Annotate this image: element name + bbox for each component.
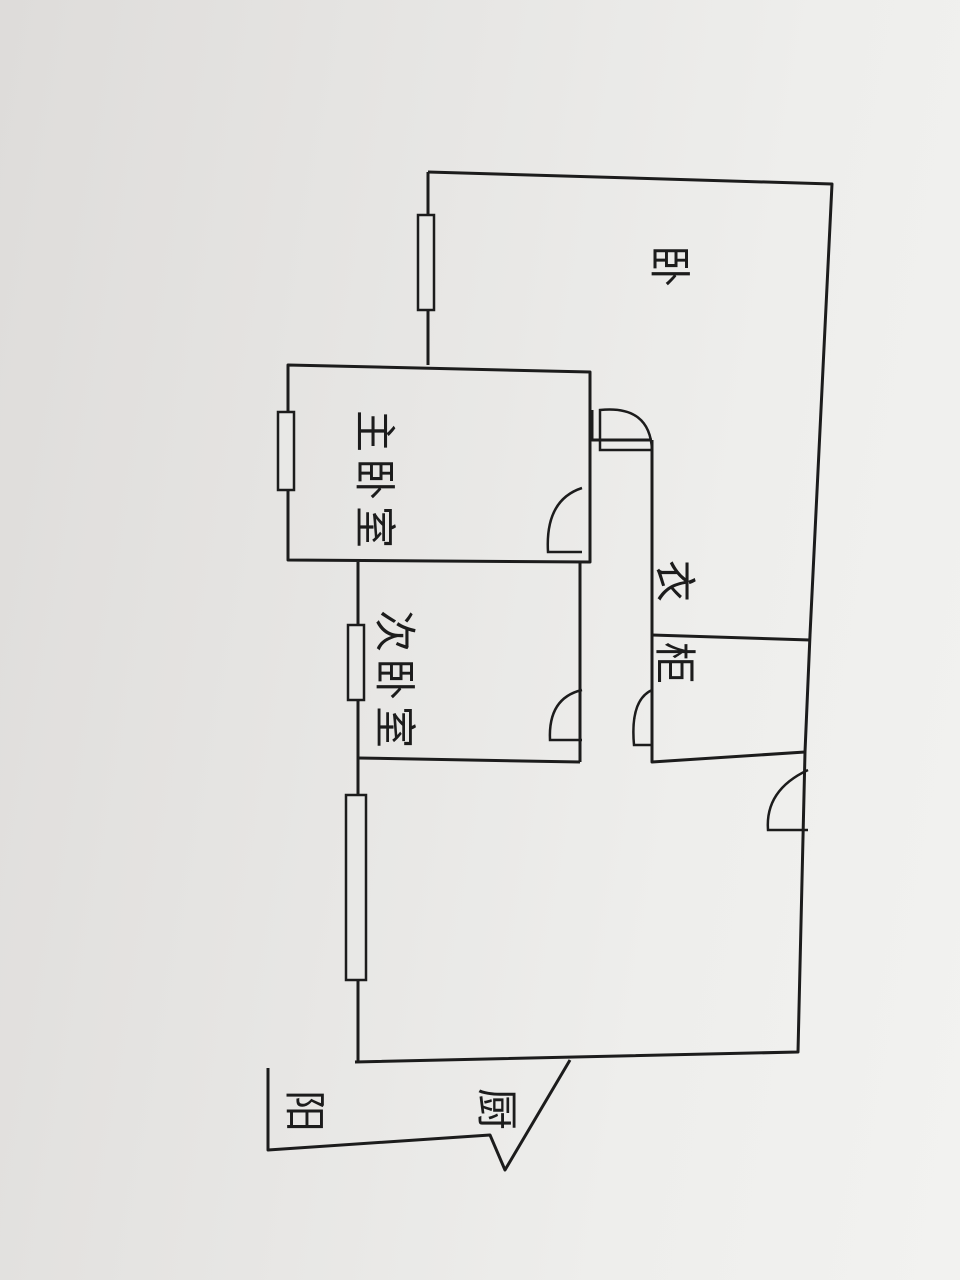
label-large-bedroom: 卧 <box>645 245 694 287</box>
door <box>766 768 809 832</box>
door <box>546 486 583 554</box>
label-second-bedroom: 次卧室 <box>370 610 419 754</box>
label-kitchen: 厨 <box>472 1088 521 1130</box>
window <box>416 213 436 312</box>
label-wardrobe: 衣柜 <box>650 560 699 724</box>
label-master-bedroom: 主卧室 <box>350 410 399 554</box>
window <box>276 410 296 492</box>
door <box>548 688 583 742</box>
doors <box>546 408 809 832</box>
door <box>632 688 653 747</box>
window <box>346 623 366 702</box>
label-balcony: 阳 <box>280 1090 329 1132</box>
window <box>344 793 368 982</box>
room-labels: 卧 主卧室 次卧室 衣柜 阳 厨 <box>280 245 699 1132</box>
windows <box>276 213 436 982</box>
door <box>598 408 654 452</box>
